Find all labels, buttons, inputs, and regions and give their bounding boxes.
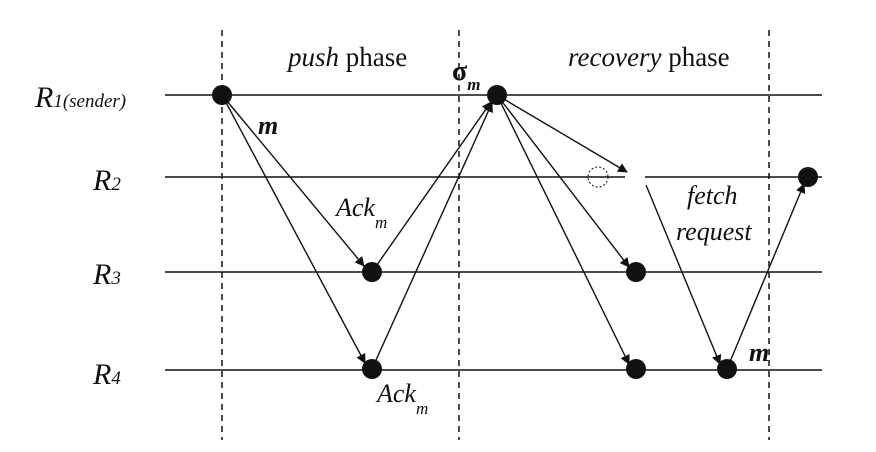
event-dot-r2-delivered (798, 167, 818, 187)
arrow-r1-to-r3-recovery (496, 94, 630, 268)
sigma-label: σm (452, 56, 480, 94)
message-m-recovery-label: m (749, 338, 769, 367)
ack-arrow-r4-to-r1 (371, 102, 493, 370)
event-dot-r3-recovery (626, 262, 646, 282)
arrow-r1-to-r3 (221, 94, 365, 267)
fetch-request-label-line2: request (676, 217, 752, 246)
event-dot-r1-send (212, 85, 232, 105)
push-phase-label: push phase (286, 42, 407, 72)
ack-label-lower: Ackm (375, 379, 428, 418)
event-dot-r1-sigma (487, 85, 507, 105)
row-label-r3: R3 (92, 258, 121, 291)
recovery-phase-label: recovery phase (568, 42, 730, 72)
ack-arrow-r3-to-r1 (371, 101, 492, 273)
arrow-r1-to-r2-lost (496, 94, 628, 173)
ack-label-upper: Ackm (334, 193, 387, 232)
event-dot-r4-fetch (717, 359, 737, 379)
row-label-r2: R2 (92, 164, 121, 197)
event-dot-r4-recovery (626, 359, 646, 379)
arrow-r1-to-r4 (221, 94, 366, 364)
row-label-r1: R1(sender) (34, 81, 126, 114)
arrow-r1-to-r4-recovery (496, 94, 630, 365)
fetch-request-label-line1: fetch (687, 181, 738, 210)
arrow-r4-to-r2-resend (726, 183, 806, 370)
event-dot-r4-receive (362, 359, 382, 379)
row-label-r4: R4 (92, 358, 121, 391)
fetch-request-arrow-r2-to-r4 (645, 184, 722, 365)
missed-event-circle-r2 (587, 166, 609, 188)
event-dot-r3-receive (362, 262, 382, 282)
message-m-label: m (258, 111, 278, 140)
